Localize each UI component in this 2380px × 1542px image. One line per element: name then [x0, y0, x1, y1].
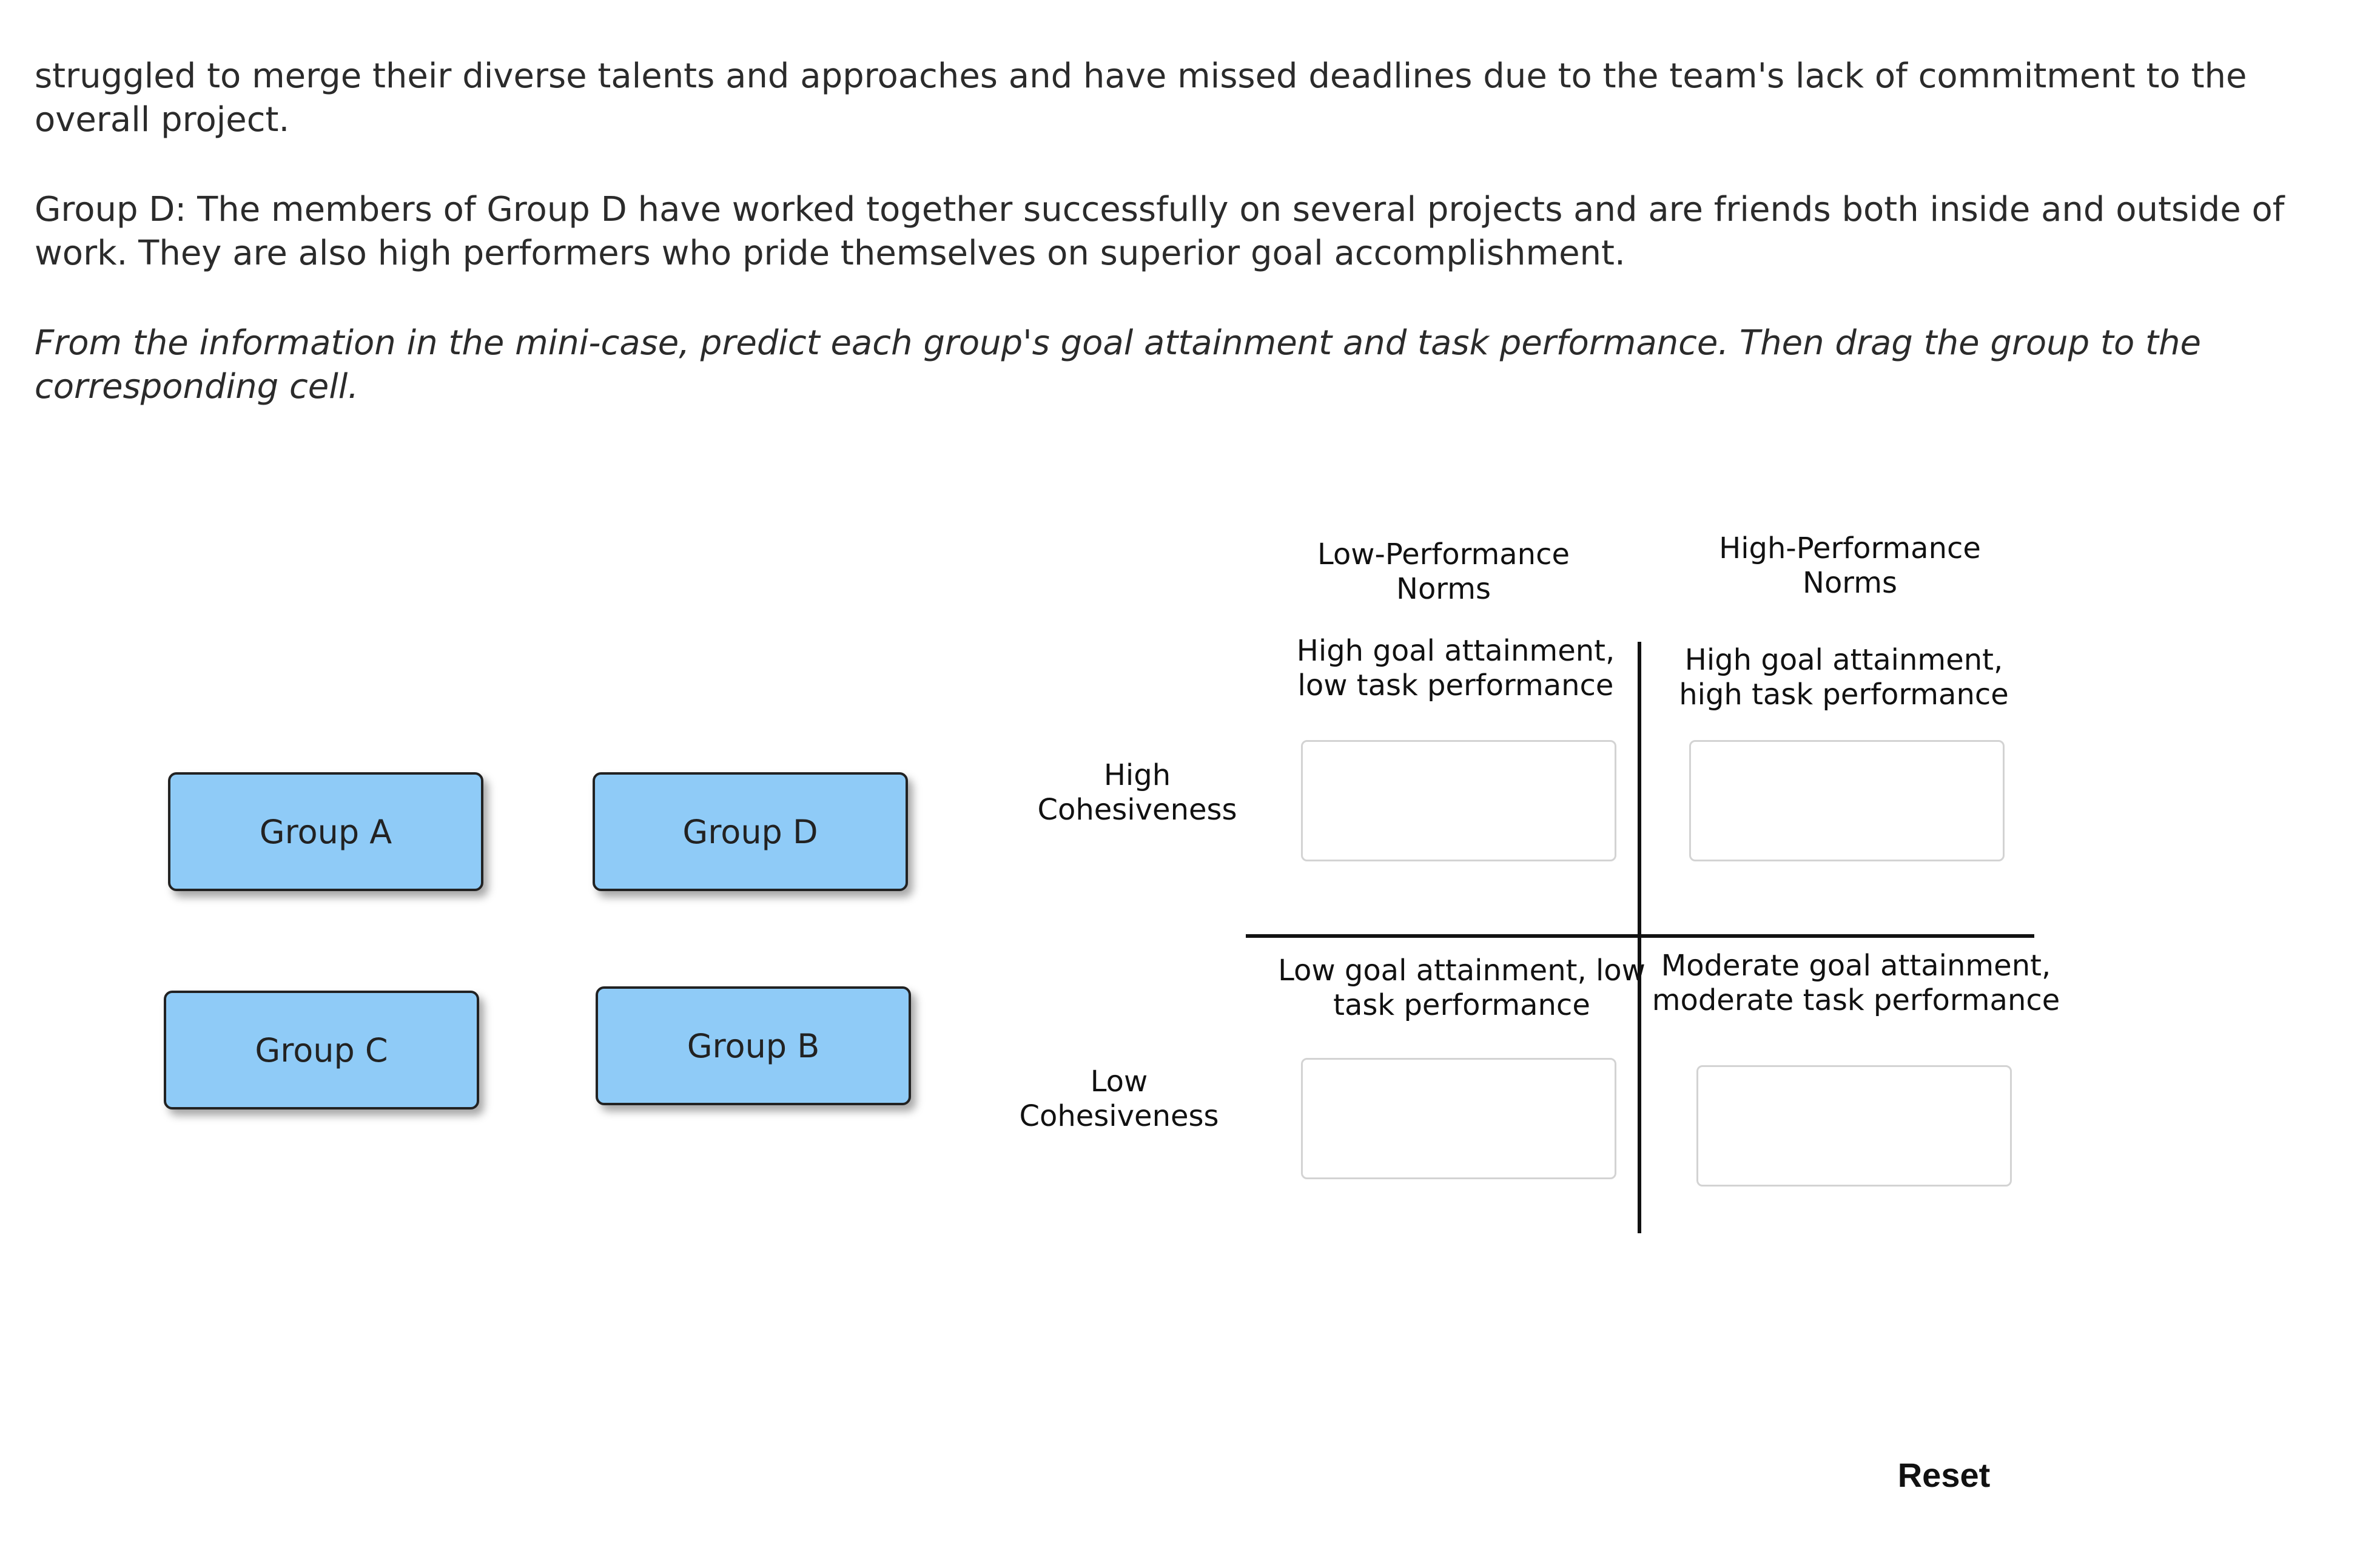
dropzone-high-cohesion-high-norms[interactable] [1689, 740, 2005, 861]
draggable-group-d[interactable]: Group D [593, 772, 908, 891]
draggable-group-a[interactable]: Group A [168, 772, 483, 891]
cell-label-high-cohesion-low-norms: High goal attainment, low task performan… [1296, 634, 1615, 702]
row-header-low-cohesiveness-text: Low Cohesiveness [1019, 1065, 1219, 1133]
row-header-high-cohesiveness-text: High Cohesiveness [1037, 758, 1237, 827]
dropzone-high-cohesion-low-norms[interactable] [1301, 740, 1616, 861]
column-header-low-performance-norms: Low-Performance Norms [1292, 537, 1595, 607]
dropzone-low-cohesion-low-norms[interactable] [1301, 1058, 1616, 1179]
dropzone-low-cohesion-high-norms[interactable] [1696, 1065, 2012, 1187]
draggable-group-b[interactable]: Group B [596, 986, 911, 1105]
row-header-high-cohesiveness: High Cohesiveness [1013, 758, 1262, 827]
case-paragraph-1: struggled to merge their diverse talents… [35, 56, 2247, 140]
column-header-high-performance-norms: High-Performance Norms [1698, 531, 2002, 601]
instruction-text: From the information in the mini-case, p… [35, 323, 2201, 406]
reset-button[interactable]: Reset [1892, 1451, 1995, 1500]
column-header-low-norms-text: Low-Performance Norms [1317, 537, 1570, 606]
matrix-horizontal-divider [1246, 934, 2034, 938]
row-header-low-cohesiveness: Low Cohesiveness [995, 1065, 1243, 1134]
draggable-group-c[interactable]: Group C [164, 991, 479, 1109]
cell-label-low-cohesion-low-norms: Low goal attainment, low task performanc… [1278, 954, 1645, 1022]
cell-label-low-cohesion-high-norms: Moderate goal attainment, moderate task … [1652, 949, 2060, 1017]
cell-label-high-cohesion-high-norms: High goal attainment, high task performa… [1679, 643, 2009, 712]
column-header-high-norms-text: High-Performance Norms [1719, 531, 1981, 600]
case-paragraph-group-d: Group D: The members of Group D have wor… [35, 190, 2285, 273]
